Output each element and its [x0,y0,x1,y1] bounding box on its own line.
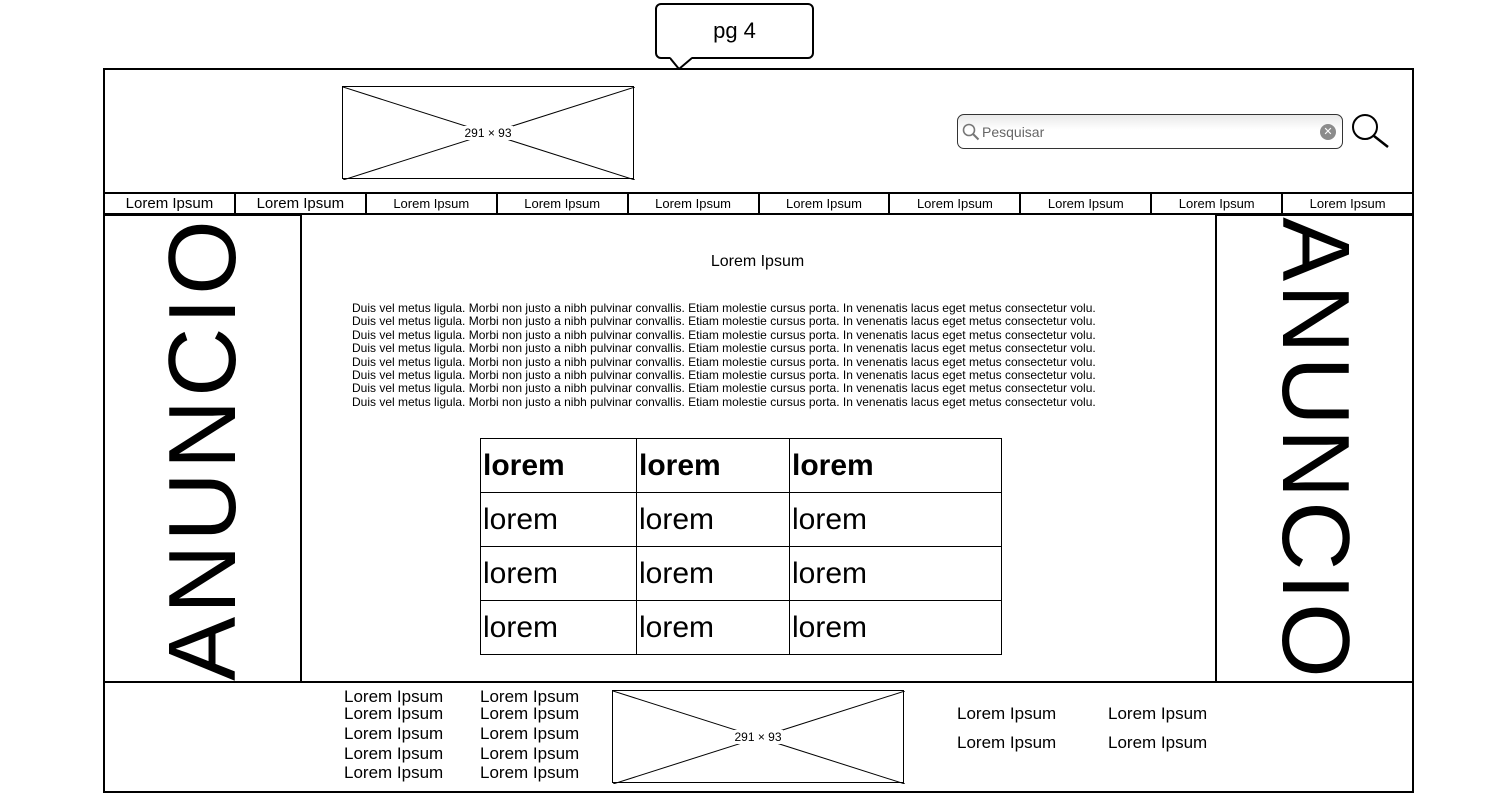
footer-link[interactable]: Lorem Ipsum [957,733,1057,752]
data-table: lorem lorem lorem lorem lorem lorem lore… [480,438,1002,655]
footer-link[interactable]: Lorem Ipsum [480,744,580,763]
nav-item[interactable]: Lorem Ipsum [236,194,367,213]
table-cell: lorem [480,546,637,601]
nav-item[interactable]: Lorem Ipsum [760,194,891,213]
nav-item[interactable]: Lorem Ipsum [890,194,1022,213]
footer-link[interactable]: Lorem Ipsum [480,704,580,723]
footer-link[interactable]: Lorem Ipsum [344,724,444,743]
search-icon[interactable] [1350,112,1390,150]
footer-link[interactable]: Lorem Ipsum [957,704,1057,723]
nav-item[interactable]: Lorem Ipsum [1152,194,1284,213]
ad-right-label: ANUNCIO [1261,216,1369,681]
page-title: Lorem Ipsum [710,253,805,270]
table-row: lorem lorem lorem [480,600,1002,655]
footer-link[interactable]: Lorem Ipsum [1108,704,1208,723]
table-cell: lorem [636,492,790,547]
footer-link[interactable]: Lorem Ipsum [344,687,444,706]
paragraph-line: Duis vel metus ligula. Morbi non justo a… [352,314,1096,329]
nav-item[interactable]: Lorem Ipsum [629,194,760,213]
nav-item[interactable]: Lorem Ipsum [1021,194,1153,213]
table-cell: lorem [789,492,1002,547]
paragraph-line: Duis vel metus ligula. Morbi non justo a… [352,394,1096,409]
footer-image-placeholder: 291 × 93 [612,690,905,784]
ad-left-label: ANUNCIO [148,216,256,681]
footer-link[interactable]: Lorem Ipsum [480,687,580,706]
ad-right[interactable]: ANUNCIO [1215,214,1414,683]
table-header-cell: lorem [480,438,637,493]
nav-item[interactable]: Lorem Ipsum [498,194,629,213]
table-cell: lorem [636,546,790,601]
footer-link[interactable]: Lorem Ipsum [344,763,444,782]
footer-link[interactable]: Lorem Ipsum [344,704,444,723]
search-icon [962,123,980,141]
page-label-bubble: pg 4 [655,3,814,59]
table-cell: lorem [789,600,1002,655]
footer-link[interactable]: Lorem Ipsum [344,744,444,763]
search-box[interactable]: ✕ [957,114,1343,149]
paragraph-line: Duis vel metus ligula. Morbi non justo a… [352,381,1096,396]
footer-image-placeholder-label: 291 × 93 [733,729,783,744]
table-cell: lorem [636,600,790,655]
table-header-row: lorem lorem lorem [480,438,1002,493]
table-cell: lorem [480,600,637,655]
clear-icon[interactable]: ✕ [1320,124,1336,140]
logo-placeholder: 291 × 93 [342,86,635,180]
table-header-cell: lorem [636,438,790,493]
table-row: lorem lorem lorem [480,546,1002,601]
footer-link[interactable]: Lorem Ipsum [1108,733,1208,752]
paragraph-line: Duis vel metus ligula. Morbi non justo a… [352,301,1096,315]
footer-link[interactable]: Lorem Ipsum [480,724,580,743]
nav-bar: Lorem Ipsum Lorem Ipsum Lorem Ipsum Lore… [103,192,1414,215]
body-paragraph: Duis vel metus ligula. Morbi non justo a… [352,301,1172,409]
table-row: lorem lorem lorem [480,492,1002,547]
page-label: pg 4 [713,18,756,43]
paragraph-line: Duis vel metus ligula. Morbi non justo a… [352,341,1096,356]
paragraph-line: Duis vel metus ligula. Morbi non justo a… [352,368,1096,383]
nav-item[interactable]: Lorem Ipsum [105,194,236,213]
footer [103,681,1414,793]
table-header-cell: lorem [789,438,1002,493]
table-cell: lorem [480,492,637,547]
search-input[interactable] [982,121,1312,143]
bubble-tail [670,57,692,70]
footer-link[interactable]: Lorem Ipsum [480,763,580,782]
logo-placeholder-label: 291 × 93 [463,125,513,140]
ad-left[interactable]: ANUNCIO [103,214,302,683]
paragraph-line: Duis vel metus ligula. Morbi non justo a… [352,327,1096,342]
nav-item[interactable]: Lorem Ipsum [367,194,498,213]
paragraph-line: Duis vel metus ligula. Morbi non justo a… [352,354,1096,369]
table-cell: lorem [789,546,1002,601]
nav-item[interactable]: Lorem Ipsum [1309,196,1386,211]
